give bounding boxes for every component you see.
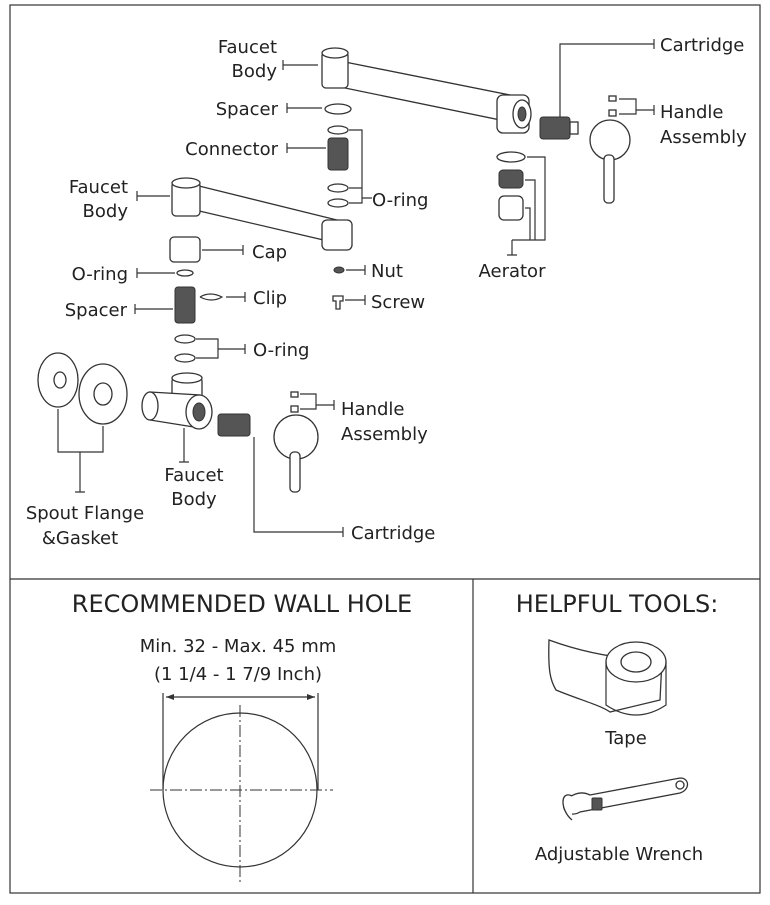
label-nut: Nut [371, 261, 403, 282]
cartridge-top-part [539, 116, 579, 140]
label-faucet-body-mid-2: Body [83, 201, 129, 222]
label-o-ring-left: O-ring [72, 264, 128, 285]
spout-flange-part [37, 352, 128, 425]
label-connector: Connector [185, 139, 278, 160]
exploded-parts-diagram: Faucet Body Spacer Connector O-ring Fauc… [26, 35, 747, 549]
wall-hole-section: RECOMMENDED WALL HOLE Min. 32 - Max. 45 … [72, 590, 412, 885]
label-faucet-body-mid-1: Faucet [69, 177, 128, 198]
label-faucet-body-bottom-1: Faucet [164, 465, 223, 486]
label-cartridge-bottom: Cartridge [351, 523, 435, 544]
cartridge-bottom-part [217, 413, 251, 437]
wall-hole-range-mm: Min. 32 - Max. 45 mm [140, 636, 337, 657]
lower-connector-stack [169, 236, 224, 363]
faucet-body-top-part [321, 47, 532, 134]
screw-part [332, 295, 344, 310]
connector-stack [324, 103, 352, 208]
label-faucet-body-top-2: Body [232, 61, 278, 82]
outer-frame [9, 4, 761, 894]
label-o-ring-bottom: O-ring [253, 340, 309, 361]
label-faucet-body-top-1: Faucet [218, 37, 277, 58]
label-faucet-body-bottom-2: Body [171, 489, 217, 510]
wall-hole-range-inch: (1 1/4 - 1 7/9 Inch) [154, 664, 322, 685]
label-cartridge-top: Cartridge [660, 35, 744, 56]
center-lines [150, 705, 333, 885]
tape-icon [548, 639, 667, 716]
label-spacer-top: Spacer [216, 99, 279, 120]
tools-section: HELPFUL TOOLS: Tape Adjustable Wrench [516, 590, 719, 865]
dimension-arrow [162, 693, 319, 790]
wrench-icon [562, 777, 689, 821]
label-handle-assembly-bottom-1: Handle [341, 399, 404, 420]
handle-top-part [589, 95, 631, 204]
label-cap: Cap [252, 242, 287, 263]
wall-hole-title: RECOMMENDED WALL HOLE [72, 590, 412, 618]
handle-bottom-part [273, 391, 319, 493]
label-screw: Screw [371, 292, 425, 313]
label-clip: Clip [253, 288, 287, 309]
label-spacer-bottom: Spacer [65, 300, 128, 321]
tool-label-wrench: Adjustable Wrench [535, 844, 703, 865]
faucet-body-mid-part [171, 177, 353, 251]
tools-title: HELPFUL TOOLS: [516, 590, 719, 618]
label-handle-assembly-top-2: Assembly [660, 127, 747, 148]
tool-label-tape: Tape [604, 728, 647, 749]
label-spout-flange-2: &Gasket [42, 528, 118, 549]
label-o-ring-mid: O-ring [372, 190, 428, 211]
nut-part [333, 266, 345, 274]
label-aerator: Aerator [479, 261, 547, 282]
faucet-body-bottom-part [141, 372, 213, 430]
aerator-part [496, 151, 526, 221]
label-handle-assembly-top-1: Handle [660, 102, 723, 123]
label-spout-flange-1: Spout Flange [26, 503, 144, 524]
leader-lines [57, 39, 655, 537]
label-handle-assembly-bottom-2: Assembly [341, 424, 428, 445]
